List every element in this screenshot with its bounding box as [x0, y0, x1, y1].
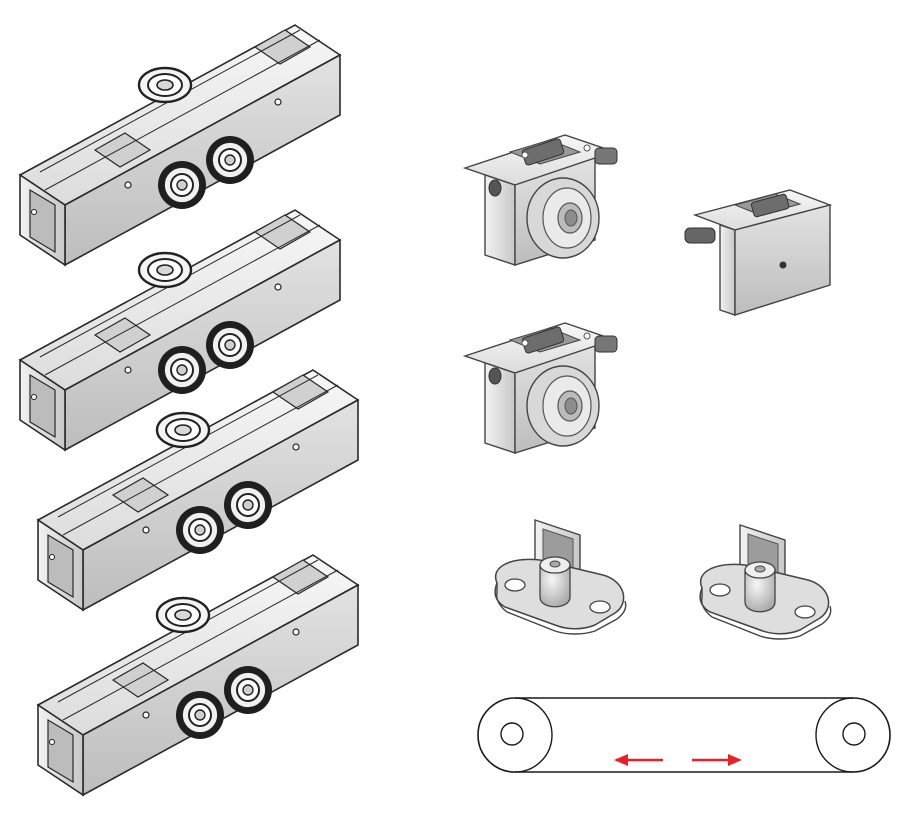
belt-loop — [468, 688, 898, 778]
belt-right-pulley-edge — [815, 697, 854, 773]
roller-carriage-4 — [18, 530, 378, 805]
belt-left-pulley-edge — [514, 697, 553, 773]
right-pulley-hub — [842, 722, 866, 746]
arrow-right-icon — [692, 754, 742, 766]
left-pulley-hub — [500, 722, 524, 746]
stop-bracket — [680, 185, 840, 330]
guide-roller-bracket-2 — [455, 318, 630, 463]
arrow-left-icon — [614, 754, 663, 766]
floor-guide-1 — [485, 515, 635, 640]
belt-outline — [477, 697, 891, 773]
floor-guide-2 — [690, 520, 840, 645]
guide-roller-bracket-1 — [455, 130, 630, 275]
